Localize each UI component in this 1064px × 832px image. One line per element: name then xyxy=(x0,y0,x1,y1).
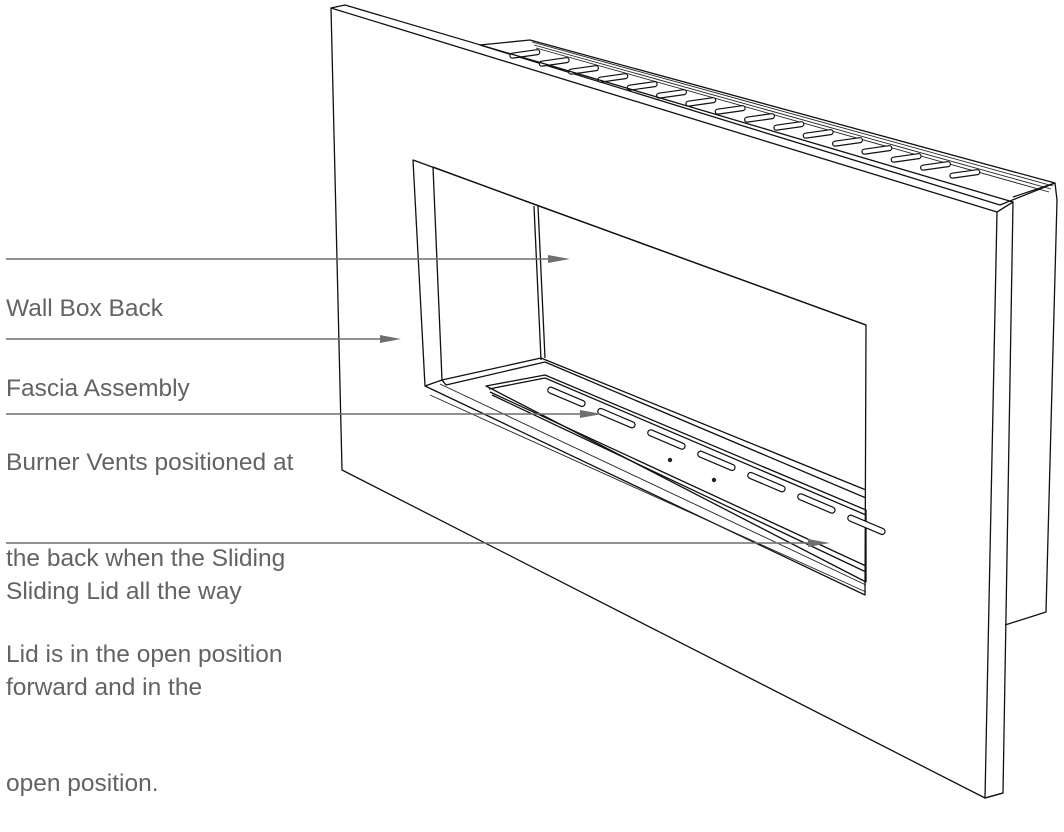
burner-vent-slot xyxy=(747,471,786,493)
wall-box xyxy=(479,39,1058,626)
callout-leaders xyxy=(6,255,830,547)
vent-slot xyxy=(538,57,570,67)
vent-slot xyxy=(744,113,775,123)
vent-slot xyxy=(685,97,717,107)
fireplace-line-drawing xyxy=(6,4,1058,799)
vent-slot xyxy=(509,49,541,59)
burner-vent-slots xyxy=(547,386,886,536)
vent-slot xyxy=(773,121,805,131)
burner-vent-slot xyxy=(847,514,886,536)
vent-slot xyxy=(920,161,951,171)
vent-slot xyxy=(861,145,893,155)
vent-slot xyxy=(832,137,863,147)
burner-vent-slot xyxy=(647,429,686,450)
label-burner-vents: Burner Vents positioned at the back when… xyxy=(6,449,294,668)
arrowhead-icon xyxy=(380,335,401,343)
vent-slot xyxy=(890,153,922,163)
firebox-opening xyxy=(412,159,867,596)
arrowhead-icon xyxy=(580,410,602,418)
burner-vent-slot xyxy=(797,493,836,514)
burner-vent-slot xyxy=(597,407,636,429)
label-fascia-assembly: Fascia Assembly xyxy=(6,375,190,402)
burner-vent-slot xyxy=(697,450,736,472)
arrowhead-icon xyxy=(548,255,570,263)
top-vent-slots xyxy=(509,49,981,179)
vent-slot xyxy=(714,105,746,115)
vent-slot xyxy=(656,89,687,99)
vent-slot xyxy=(802,129,834,139)
label-sliding-lid: Sliding Lid all the way forward and in t… xyxy=(6,578,242,797)
burner-tray xyxy=(429,374,867,593)
vent-slot xyxy=(568,65,599,75)
arrowhead-icon xyxy=(808,539,830,547)
label-wall-box-back: Wall Box Back xyxy=(6,295,164,322)
fascia-panel xyxy=(330,4,1014,799)
vent-slot xyxy=(949,169,981,179)
burner-vent-slot xyxy=(547,386,586,408)
